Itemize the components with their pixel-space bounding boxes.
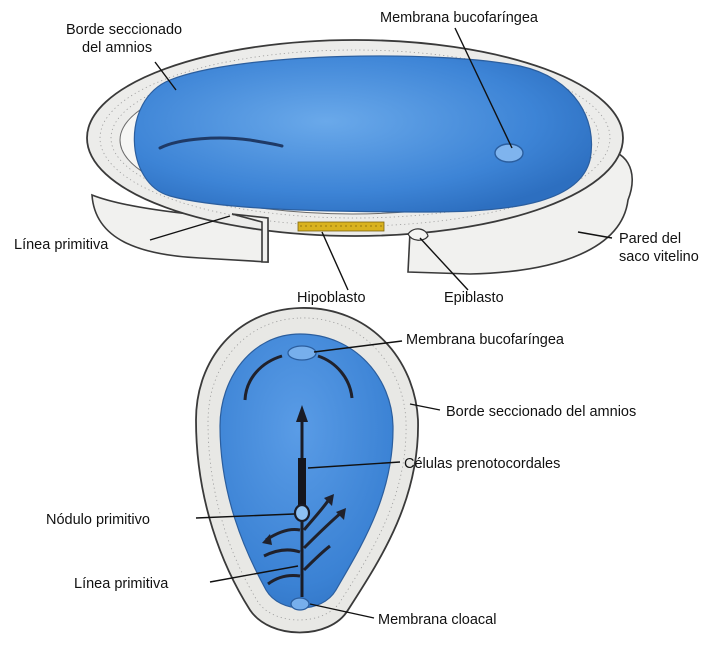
hypoblast-band bbox=[298, 222, 384, 231]
label-epiblast: Epiblasto bbox=[444, 290, 504, 306]
label-yolk-sac-wall-1: Pared del bbox=[619, 231, 681, 247]
label-amnion-cut-edge-bottom: Borde seccionado del amnios bbox=[446, 404, 636, 420]
embryonic-disc-top-view: Borde seccionado del amnios Membrana buc… bbox=[14, 10, 699, 306]
label-cloacal-membrane: Membrana cloacal bbox=[378, 612, 496, 628]
prenotochordal-cells-block bbox=[298, 458, 306, 506]
label-primitive-streak-bottom: Línea primitiva bbox=[74, 576, 169, 592]
primitive-node bbox=[295, 505, 309, 521]
embryonic-disc-dorsal-view: Membrana bucofaríngea Borde seccionado d… bbox=[46, 308, 636, 633]
cloacal-membrane bbox=[291, 598, 309, 610]
label-primitive-node: Nódulo primitivo bbox=[46, 512, 150, 528]
label-hypoblast: Hipoblasto bbox=[297, 290, 366, 306]
label-amnion-cut-edge-top-2: del amnios bbox=[82, 40, 152, 56]
label-yolk-sac-wall-2: saco vitelino bbox=[619, 249, 699, 265]
label-primitive-streak-top: Línea primitiva bbox=[14, 237, 109, 253]
buccopharyngeal-membrane-top bbox=[495, 144, 523, 162]
embryonic-disc-top bbox=[134, 56, 591, 212]
label-amnion-cut-edge-top-1: Borde seccionado bbox=[66, 22, 182, 38]
label-buccopharyngeal-membrane-bottom: Membrana bucofaríngea bbox=[406, 332, 565, 348]
label-buccopharyngeal-membrane-top: Membrana bucofaríngea bbox=[380, 10, 539, 26]
label-prenotochordal-cells: Células prenotocordales bbox=[404, 456, 560, 472]
buccopharyngeal-membrane-bottom bbox=[288, 346, 316, 360]
